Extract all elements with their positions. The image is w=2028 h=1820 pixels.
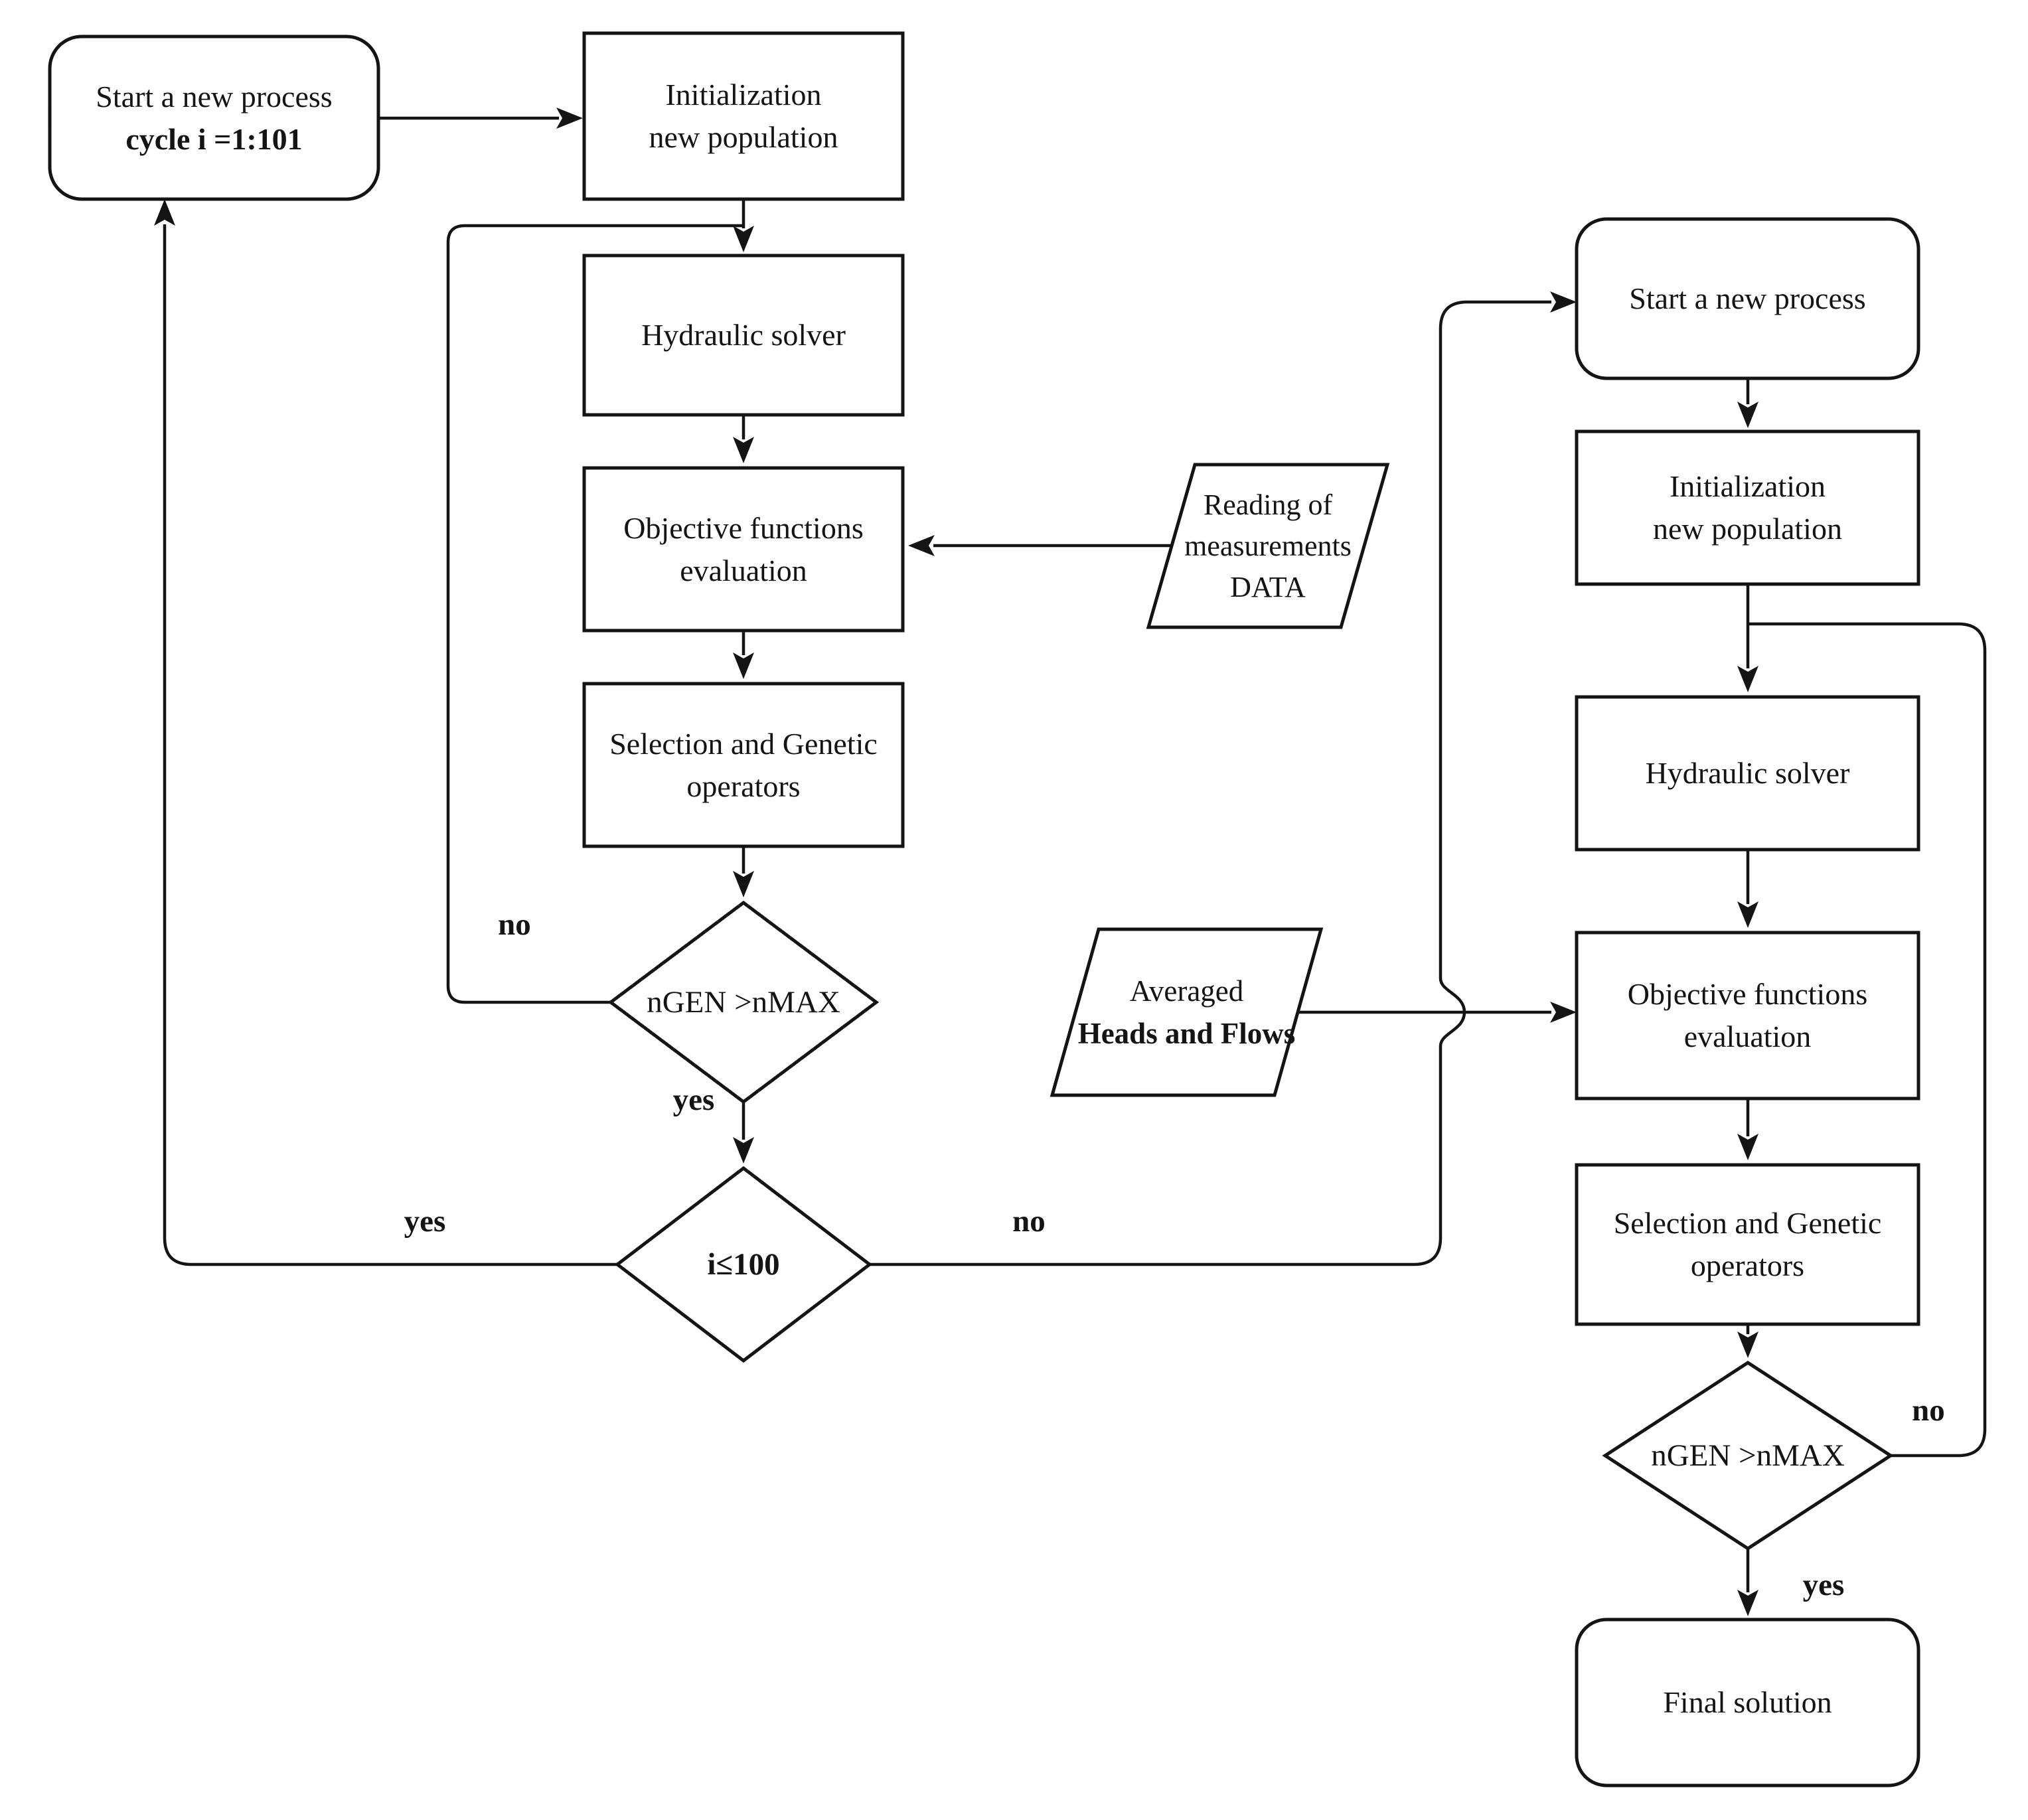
- arrowhead-down-icon: [733, 437, 754, 463]
- connector-line: [446, 224, 743, 1004]
- arrowhead-down-icon: [1737, 1331, 1758, 1358]
- arrowhead-down-icon: [733, 871, 754, 897]
- arrow-reading-data-to-left-objective: [908, 535, 1170, 556]
- arrow-left-selection-to-ngen: [733, 846, 754, 897]
- connector-line: [163, 224, 617, 1266]
- loop-right-ngen-no-feedback: [1749, 622, 1987, 1458]
- arrow-left-start-to-init: [378, 108, 583, 129]
- arrow-averaged-data-to-right-objective: [1296, 1002, 1577, 1023]
- final-solution-shape: [1575, 1618, 1920, 1787]
- left-ngen-diamond: [607, 900, 880, 1104]
- left-start-shape: [48, 35, 380, 201]
- averaged-data-parallelogram: [1050, 927, 1324, 1097]
- arrow-left-hydraulic-to-objective: [733, 415, 754, 463]
- arrowhead-right-icon: [1550, 1002, 1577, 1023]
- arrowhead-down-icon: [733, 226, 754, 252]
- right-objective-shape: [1575, 931, 1920, 1100]
- loop-left-ngen-no-feedback: [446, 224, 743, 1004]
- arrowhead-right-icon: [1550, 291, 1577, 313]
- right-selection-shape: [1575, 1163, 1920, 1326]
- left-selection-shape: [582, 682, 905, 848]
- connector-line: [870, 300, 1551, 1266]
- arrowhead-down-icon: [1737, 1590, 1758, 1616]
- arrow-left-ngen-yes-to-iter: [733, 1102, 754, 1164]
- arrowhead-up-icon: [154, 199, 175, 226]
- arrow-left-init-to-hydraulic: [733, 199, 754, 252]
- left-iter-diamond: [614, 1166, 873, 1363]
- arrow-right-hydraulic-to-objective: [1737, 850, 1758, 928]
- arrow-right-selection-to-ngen: [1737, 1324, 1758, 1358]
- arrow-right-ngen-yes-to-final: [1737, 1549, 1758, 1616]
- arrow-left-objective-to-selection: [733, 631, 754, 679]
- right-init-shape: [1575, 429, 1920, 586]
- right-hydraulic-shape: [1575, 695, 1920, 852]
- arrow-right-init-to-hydraulic: [1737, 584, 1758, 692]
- arrowhead-down-icon: [1737, 1134, 1758, 1160]
- reading-data-parallelogram: [1146, 463, 1390, 629]
- arrowhead-down-icon: [733, 1137, 754, 1164]
- loop-iter-yes-to-left-start: [154, 199, 617, 1266]
- arrowhead-right-icon: [556, 108, 583, 129]
- arrowhead-left-icon: [908, 535, 935, 556]
- connector-line: [1749, 622, 1987, 1458]
- right-start-shape: [1575, 217, 1920, 380]
- arrowhead-down-icon: [1737, 901, 1758, 928]
- left-init-shape: [582, 31, 905, 201]
- arrow-right-objective-to-selection: [1737, 1099, 1758, 1160]
- left-hydraulic-shape: [582, 254, 905, 417]
- arrow-right-start-to-init: [1737, 378, 1758, 428]
- left-objective-shape: [582, 466, 905, 633]
- arrowhead-down-icon: [1737, 666, 1758, 692]
- arrowhead-down-icon: [733, 652, 754, 679]
- connector-iter-no-to-right-start: [870, 291, 1577, 1266]
- arrowhead-down-icon: [1737, 402, 1758, 428]
- right-ngen-diamond: [1602, 1361, 1894, 1551]
